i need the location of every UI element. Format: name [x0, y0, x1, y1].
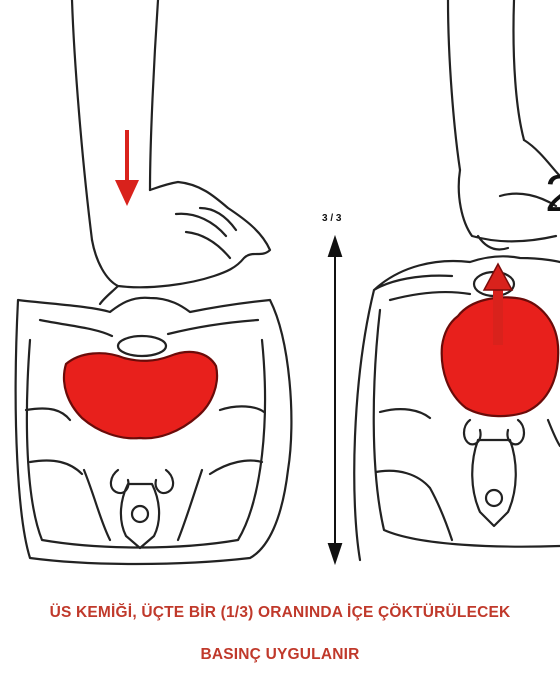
- left-arm-outline: [72, 0, 158, 240]
- down-arrow: [115, 130, 139, 206]
- caption-line-2: BASINÇ UYGULANIR: [0, 646, 560, 664]
- left-sternum: [118, 336, 166, 356]
- right-spine: [464, 420, 524, 526]
- depth-scale-label: 3 / 3: [322, 213, 341, 224]
- step-number: 2: [545, 168, 560, 220]
- right-vertebra-canal: [486, 490, 502, 506]
- left-hand-outline: [92, 182, 270, 304]
- left-panel-compression: [16, 0, 292, 564]
- depth-scale: [329, 238, 341, 562]
- left-heart-compressed: [64, 352, 217, 438]
- left-vertebra-canal: [132, 506, 148, 522]
- left-spine: [111, 470, 173, 548]
- caption-line-1: ÜS KEMİĞİ, ÜÇTE BİR (1/3) ORANINDA İÇE Ç…: [0, 604, 560, 622]
- right-arm-outline: [448, 0, 524, 170]
- right-rib-lines: [376, 409, 560, 540]
- right-panel-release: [354, 0, 560, 560]
